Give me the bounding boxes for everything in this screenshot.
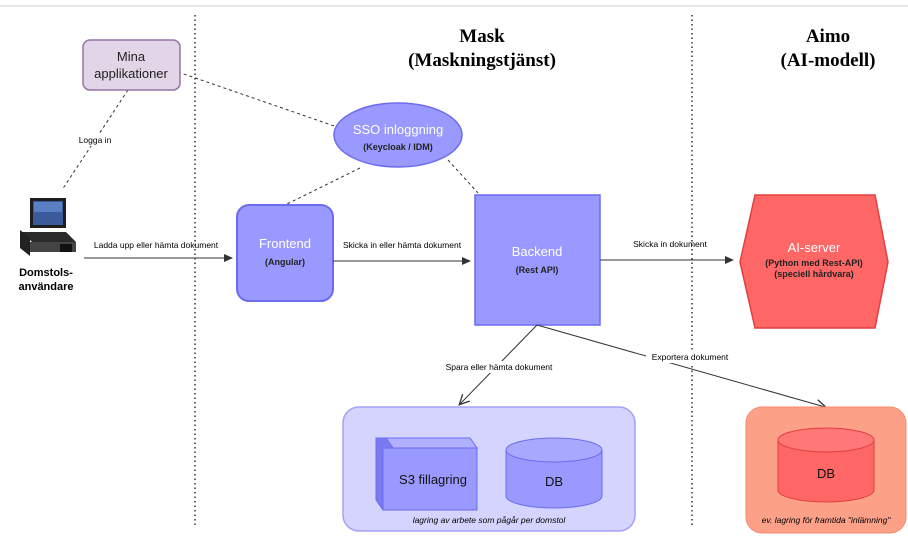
- aimo-title-line1: Aimo: [806, 26, 850, 47]
- save-label-bg: [439, 361, 559, 373]
- mina-app-label-line1: Mina: [117, 49, 146, 64]
- edge-label-send-ai: Skicka in dokument: [633, 239, 707, 249]
- edge-mina-sso: [177, 71, 341, 129]
- edge-sso-backend: [447, 159, 479, 194]
- user-label-line2: användare: [18, 281, 73, 293]
- edge-login: [61, 89, 129, 191]
- edge-label-send-backend: Skicka in eller hämta dokument: [343, 240, 462, 250]
- edge-backend-export: [536, 324, 825, 407]
- mask-db-label: DB: [545, 474, 563, 489]
- frontend-box: [236, 204, 334, 302]
- sso-ellipse: [333, 102, 463, 168]
- mask-db-cylinder: [505, 437, 603, 509]
- computer-icon: [20, 198, 76, 256]
- login-label-bg: [72, 133, 118, 146]
- storage-caption: lagring av arbete som pågår per domstol: [413, 515, 567, 525]
- mina-applikationer-box: [82, 39, 181, 91]
- s3-label: S3 fillagring: [399, 472, 467, 487]
- user-label-line1: Domstols-: [19, 267, 73, 279]
- ai-server-hexagon: [739, 194, 889, 329]
- backend-sublabel: (Rest API): [516, 265, 559, 275]
- backend-box: [474, 194, 601, 326]
- edge-label-login: Logga in: [79, 135, 112, 145]
- edge-label-upload: Ladda upp eller hämta dokument: [94, 240, 219, 250]
- edge-sso-frontend: [284, 167, 361, 206]
- aimo-db-label: DB: [817, 466, 835, 481]
- s3-cube: [375, 437, 478, 511]
- mina-app-label-line2: applikationer: [94, 66, 168, 81]
- aimo-db-cylinder: [777, 427, 875, 503]
- ai-server-sublabel1: (Python med Rest-API): [765, 258, 863, 268]
- frontend-label: Frontend: [259, 236, 311, 251]
- sso-label: SSO inloggning: [353, 122, 443, 137]
- export-label-bg: [646, 351, 734, 363]
- ai-server-label: AI-server: [788, 240, 841, 255]
- mask-title-line1: Mask: [459, 26, 505, 47]
- ai-server-sublabel2: (speciell hårdvara): [774, 269, 854, 279]
- edge-label-export: Exportera dokument: [652, 352, 729, 362]
- mask-title-line2: (Maskningstjänst): [408, 50, 556, 71]
- sso-sublabel: (Keycloak / IDM): [363, 142, 433, 152]
- aimo-caption: ev. lagring för framtida "inlämning": [762, 515, 892, 525]
- edge-label-save: Spara eller hämta dokument: [446, 362, 553, 372]
- backend-label: Backend: [512, 244, 563, 259]
- aimo-title-line2: (AI-modell): [781, 50, 876, 71]
- frontend-sublabel: (Angular): [265, 257, 305, 267]
